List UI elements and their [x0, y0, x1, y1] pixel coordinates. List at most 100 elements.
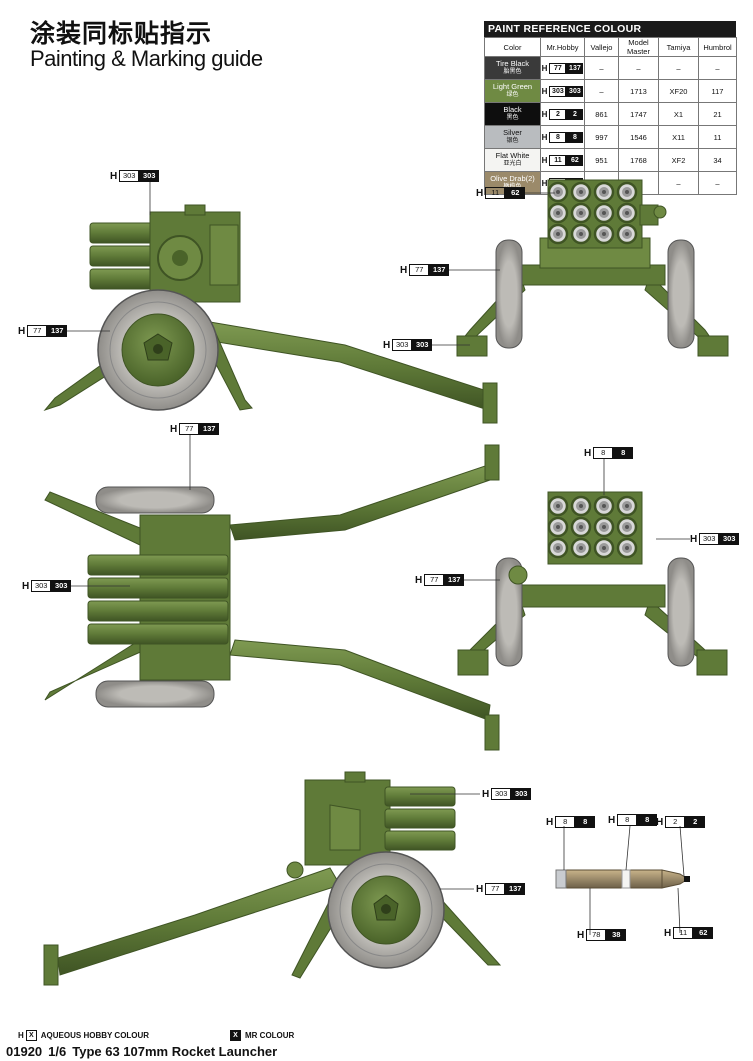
tube-muzzle	[570, 223, 592, 245]
tube-muzzle	[570, 495, 592, 517]
h-code: 77	[549, 62, 567, 74]
color-name-cn: 亚光白	[503, 161, 522, 167]
tube-muzzle	[616, 495, 638, 517]
mr-code: 2	[566, 108, 584, 120]
tube-muzzle	[616, 181, 638, 203]
tube-muzzle	[616, 516, 638, 538]
product-name: Type 63 107mm Rocket Launcher	[72, 1044, 278, 1059]
mr-code: 8	[566, 131, 584, 143]
product-code: 01920	[6, 1044, 43, 1059]
tube-muzzle	[547, 516, 569, 538]
rocket-projectile	[555, 869, 690, 889]
tube-muzzle	[570, 181, 592, 203]
tube-muzzle	[547, 202, 569, 224]
humbrol-cell: –	[698, 171, 737, 195]
tube-muzzle	[547, 495, 569, 517]
h-code: 303	[549, 85, 567, 97]
paint-table-title: PAINT REFERENCE COLOUR	[484, 21, 736, 37]
paint-table-grid: Color Mr.Hobby Vallejo Model Master Tami…	[484, 37, 737, 195]
tube-muzzle	[616, 223, 638, 245]
tube-muzzle	[616, 202, 638, 224]
tube-muzzle	[547, 181, 569, 203]
rear-view-right	[457, 491, 728, 676]
legend-mr-label: MR COLOUR	[245, 1031, 295, 1040]
color-name: Tire Black	[495, 59, 530, 68]
color-name-cn: 黑色	[506, 115, 519, 121]
legend-aqueous-label: AQUEOUS HOBBY COLOUR	[40, 1031, 150, 1040]
h-code: 11	[549, 154, 567, 166]
tube-muzzle	[593, 495, 615, 517]
title-chinese: 涂装同标贴指示	[30, 19, 213, 48]
humbrol-cell: 34	[698, 148, 737, 172]
humbrol-cell: –	[698, 56, 737, 80]
legend-mr: X MR COLOUR	[230, 1030, 294, 1041]
color-name: Flat White	[495, 151, 530, 160]
color-name: Black	[503, 105, 522, 114]
color-name-cn: 胎黑色	[503, 69, 522, 75]
tube-muzzle	[570, 202, 592, 224]
tube-muzzle	[570, 537, 592, 559]
vallejo-cell: –	[584, 56, 619, 80]
tube-muzzle	[547, 223, 569, 245]
humbrol-cell: 117	[698, 79, 737, 103]
tube-muzzle	[570, 516, 592, 538]
product-scale: 1/6	[48, 1044, 67, 1059]
tube-muzzle	[616, 537, 638, 559]
paint-reference-table: PAINT REFERENCE COLOUR Color Mr.Hobby Va…	[484, 21, 737, 195]
footer-title: 01920 1/6 Type 63 107mm Rocket Launcher	[6, 1044, 283, 1059]
color-name-cn: 银色	[506, 138, 519, 144]
side-view-right	[43, 771, 502, 986]
tube-muzzle	[593, 537, 615, 559]
mr-code: 137	[566, 62, 584, 74]
legend-mr-box: X	[230, 1030, 241, 1041]
legend-h-box: X	[25, 1030, 37, 1041]
color-name: Olive Drab(2)	[490, 174, 535, 183]
tube-muzzle	[593, 223, 615, 245]
color-name: Silver	[503, 128, 522, 137]
color-name-cn: 绿色	[506, 92, 519, 98]
tube-muzzle	[593, 516, 615, 538]
humbrol-cell: 21	[698, 102, 737, 126]
h-code: 2	[549, 108, 567, 120]
leader-lines	[58, 176, 690, 935]
top-view	[44, 444, 500, 751]
mr-code: 62	[566, 154, 584, 166]
tube-muzzle	[547, 537, 569, 559]
mr-code: 303	[566, 85, 584, 97]
tube-muzzle	[593, 181, 615, 203]
tube-muzzle	[593, 202, 615, 224]
legend-h-prefix: H	[18, 1031, 24, 1040]
front-view-right	[456, 179, 729, 357]
